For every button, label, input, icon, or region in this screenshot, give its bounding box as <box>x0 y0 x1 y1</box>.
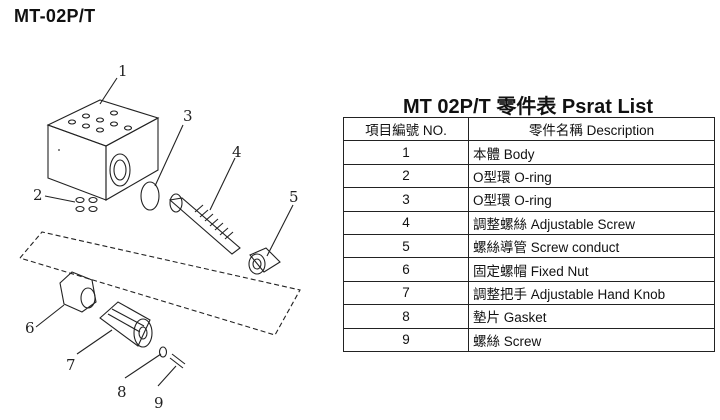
o-ring-small-part <box>75 196 98 213</box>
row-description: 本體 Body <box>468 140 715 165</box>
adjustable-screw-part <box>168 193 241 255</box>
table-row: 7 調整把手 Adjustable Hand Knob <box>343 280 715 306</box>
table-row: 5 螺絲導管 Screw conduct <box>343 233 715 259</box>
row-no: 5 <box>343 233 469 259</box>
hand-knob-part <box>99 301 153 348</box>
row-no: 8 <box>343 304 469 329</box>
row-description: 螺絲導管 Screw conduct <box>468 233 715 259</box>
row-no: 1 <box>343 140 469 165</box>
callout-7: 7 <box>66 356 76 374</box>
row-no: 3 <box>343 187 469 212</box>
parts-table: 項目編號 NO. 零件名稱 Description 1 本體 Body 2 O型… <box>343 116 715 352</box>
table-header-row: 項目編號 NO. 零件名稱 Description <box>343 116 715 142</box>
table-row: 3 O型環 O-ring <box>343 187 715 212</box>
callout-8: 8 <box>117 383 127 401</box>
row-no: 9 <box>343 327 469 352</box>
table-row: 1 本體 Body <box>343 140 715 165</box>
callout-4: 4 <box>232 143 242 161</box>
row-description: 固定螺帽 Fixed Nut <box>468 257 715 282</box>
row-description: 螺絲 Screw <box>468 327 715 352</box>
row-no: 4 <box>343 210 469 235</box>
model-title: MT-02P/T <box>14 6 96 26</box>
callout-6: 6 <box>25 319 35 337</box>
header-no: 項目編號 NO. <box>343 116 469 142</box>
row-no: 7 <box>343 280 469 306</box>
screw-part <box>169 353 186 369</box>
row-no: 6 <box>343 257 469 282</box>
table-row: 6 固定螺帽 Fixed Nut <box>343 257 715 282</box>
callout-5: 5 <box>289 188 299 206</box>
o-ring-large-part <box>140 181 160 211</box>
row-description: 調整把手 Adjustable Hand Knob <box>468 280 715 306</box>
row-description: 墊片 Gasket <box>468 304 715 329</box>
callout-1: 1 <box>118 62 128 80</box>
parts-table-title: MT 02P/T 零件表 Psrat List <box>402 96 654 118</box>
row-description: O型環 O-ring <box>468 163 715 189</box>
row-description: 調整螺絲 Adjustable Screw <box>468 210 715 235</box>
table-row: 8 墊片 Gasket <box>343 304 715 329</box>
callout-2: 2 <box>33 186 43 204</box>
table-row: 2 O型環 O-ring <box>343 163 715 189</box>
table-row: 9 螺絲 Screw <box>343 327 715 352</box>
table-row: 4 調整螺絲 Adjustable Screw <box>343 210 715 235</box>
body-part <box>46 99 160 201</box>
screw-conduct-part <box>248 247 281 275</box>
exploded-diagram: 1 2 3 4 5 6 7 8 9 <box>19 62 301 412</box>
header-description: 零件名稱 Description <box>468 116 715 142</box>
callout-3: 3 <box>183 107 193 125</box>
row-no: 2 <box>343 163 469 189</box>
row-description: O型環 O-ring <box>468 187 715 212</box>
gasket-part <box>158 346 168 358</box>
fixed-nut-part <box>59 271 97 313</box>
callout-9: 9 <box>154 394 164 412</box>
